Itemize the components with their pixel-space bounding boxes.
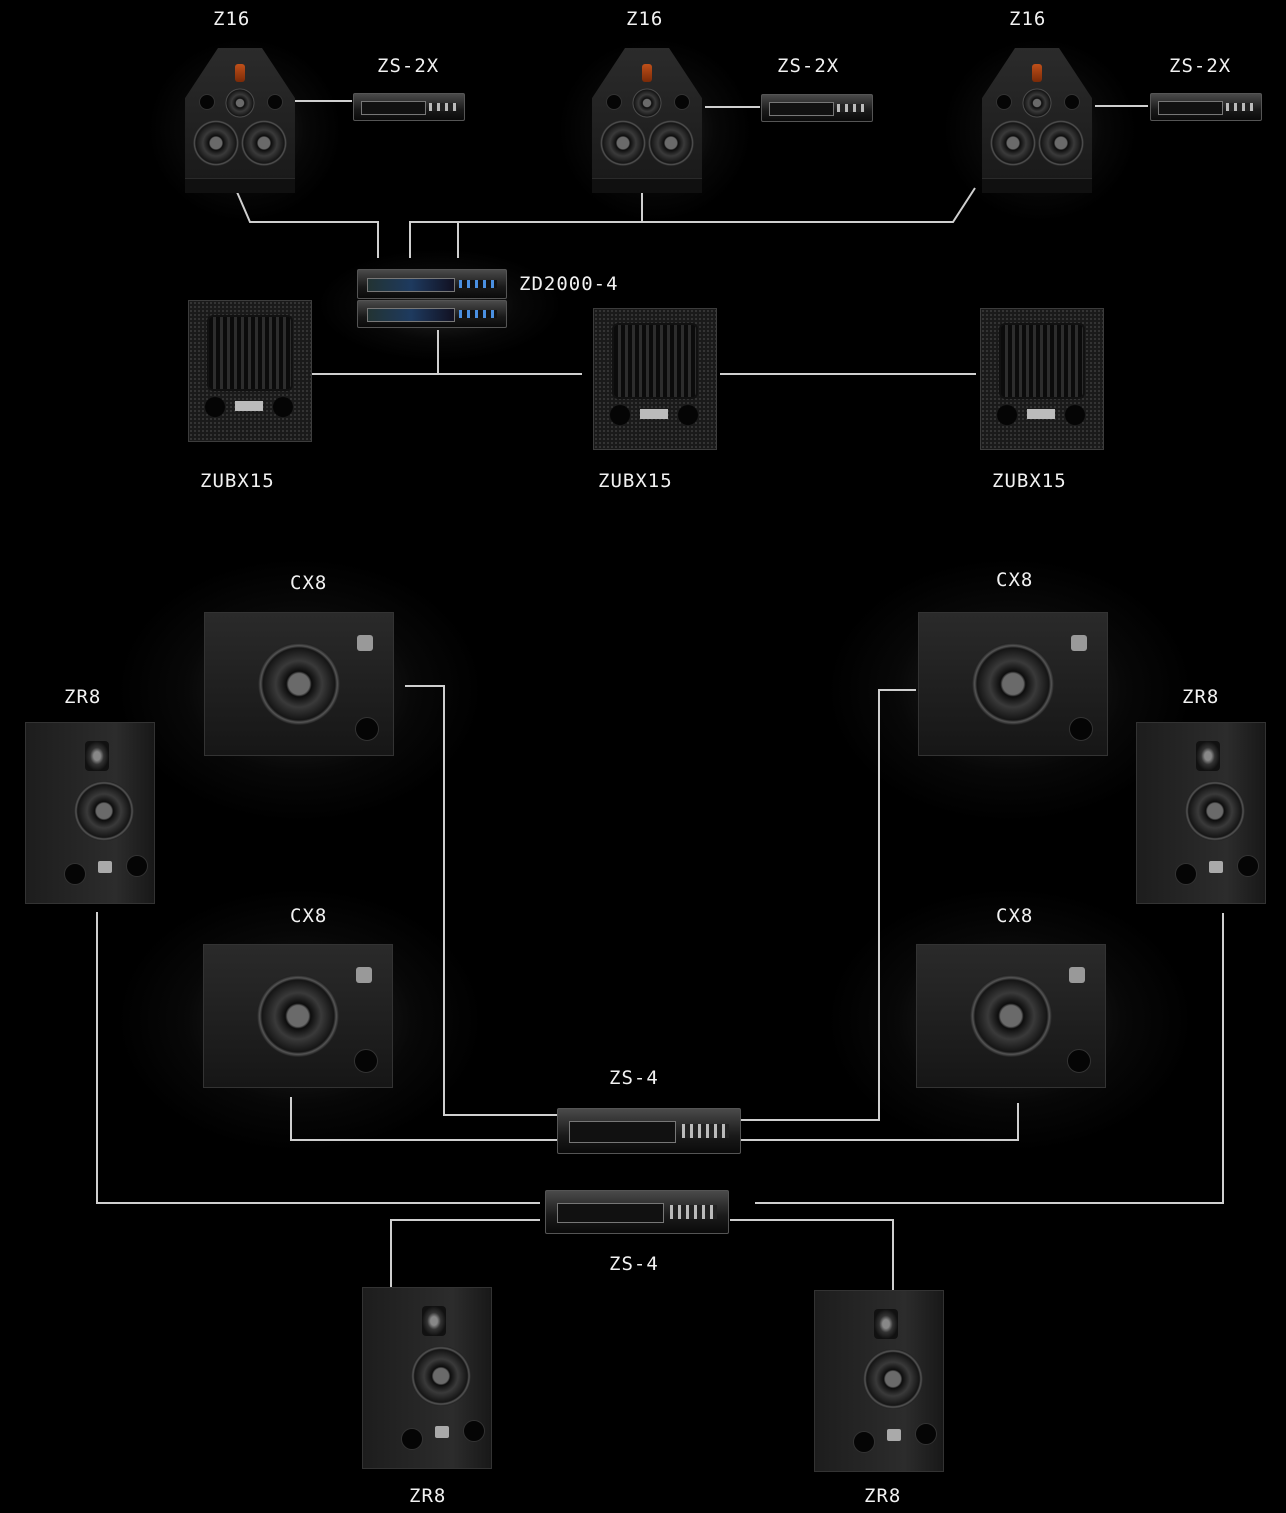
zr8-speaker-icon	[362, 1287, 492, 1469]
cx8-speaker-icon	[918, 612, 1108, 756]
zubx15-subwoofer-icon	[593, 308, 717, 450]
wire	[740, 1103, 1019, 1141]
zr8-speaker-icon	[1136, 722, 1266, 904]
wire	[390, 1219, 540, 1288]
zubx15-subwoofer-icon	[980, 308, 1104, 450]
wire	[730, 1219, 894, 1290]
zr8-label: ZR8	[64, 686, 102, 708]
wire	[236, 191, 379, 258]
zd2000-amplifier-icon	[357, 269, 507, 299]
zs2x-label: ZS-2X	[777, 55, 840, 77]
cx8-label: CX8	[996, 569, 1034, 591]
zr8-label: ZR8	[409, 1485, 447, 1507]
z16-label: Z16	[1009, 8, 1047, 30]
z16-monitor-icon	[982, 48, 1092, 193]
zubx15-label: ZUBX15	[992, 470, 1067, 492]
cx8-speaker-icon	[916, 944, 1106, 1088]
wire	[409, 187, 976, 258]
zr8-label: ZR8	[864, 1485, 902, 1507]
wire	[740, 689, 916, 1121]
cx8-label: CX8	[290, 572, 328, 594]
z16-monitor-icon	[185, 48, 295, 193]
zd2000-label: ZD2000-4	[519, 273, 619, 295]
zs2x-label: ZS-2X	[377, 55, 440, 77]
zr8-label: ZR8	[1182, 686, 1220, 708]
z16-monitor-icon	[592, 48, 702, 193]
cx8-label: CX8	[996, 905, 1034, 927]
zs2x-label: ZS-2X	[1169, 55, 1232, 77]
zr8-speaker-icon	[814, 1290, 944, 1472]
zs2x-amplifier-icon	[1150, 93, 1262, 121]
wire	[755, 913, 1224, 1204]
zs4-label: ZS-4	[609, 1253, 659, 1275]
cx8-speaker-icon	[204, 612, 394, 756]
z16-label: Z16	[626, 8, 664, 30]
wire	[96, 912, 540, 1204]
zs4-amplifier-icon	[545, 1190, 729, 1234]
cx8-speaker-icon	[203, 944, 393, 1088]
zubx15-subwoofer-icon	[188, 300, 312, 442]
zs2x-amplifier-icon	[761, 94, 873, 122]
cx8-label: CX8	[290, 905, 328, 927]
zr8-speaker-icon	[25, 722, 155, 904]
wire	[405, 685, 557, 1116]
wire	[290, 1097, 557, 1141]
zs4-amplifier-icon	[557, 1108, 741, 1154]
zs4-label: ZS-4	[609, 1067, 659, 1089]
zubx15-label: ZUBX15	[598, 470, 673, 492]
zd2000-amplifier-icon	[357, 300, 507, 328]
zs2x-amplifier-icon	[353, 93, 465, 121]
zubx15-label: ZUBX15	[200, 470, 275, 492]
z16-label: Z16	[213, 8, 251, 30]
